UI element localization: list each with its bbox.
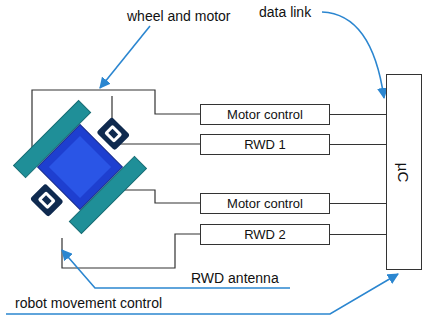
callout-label: robot movement control xyxy=(14,295,163,311)
data-link-line xyxy=(330,234,386,235)
box-text: RWD 2 xyxy=(244,227,286,242)
callout-label: RWD antenna xyxy=(190,270,280,286)
leader-arrow xyxy=(6,12,398,314)
callout-label: wheel and motor xyxy=(126,8,232,24)
rwd-box: RWD 1 xyxy=(200,134,330,155)
wire xyxy=(32,90,200,268)
box-text: RWD 1 xyxy=(244,137,286,152)
box-text: Motor control xyxy=(227,107,303,122)
rwd-box: RWD 2 xyxy=(200,224,330,245)
wheel xyxy=(69,156,146,233)
data-link-line xyxy=(330,144,386,145)
motor-control-box: Motor control xyxy=(200,193,330,214)
data-link-line xyxy=(330,114,386,115)
rwd-antenna xyxy=(96,117,130,151)
rwd-antenna xyxy=(30,183,64,217)
callout-label: data link xyxy=(258,4,312,20)
box-text: µC xyxy=(395,162,412,181)
box-text: Motor control xyxy=(227,196,303,211)
data-link-line xyxy=(330,203,386,204)
microcontroller-box: µC xyxy=(386,74,422,270)
motor-control-box: Motor control xyxy=(200,104,330,125)
robot xyxy=(5,92,155,242)
wheel xyxy=(14,101,91,178)
